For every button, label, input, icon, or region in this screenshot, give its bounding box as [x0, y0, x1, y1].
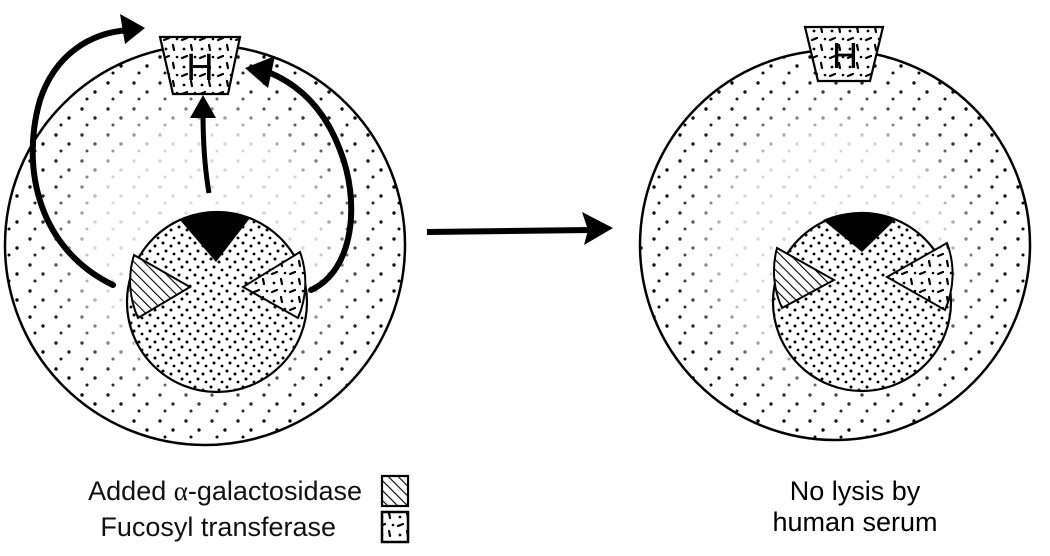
h-antigen-marker: H	[158, 35, 242, 96]
svg-text:H: H	[832, 35, 858, 76]
legend-suffix: -galactosidase	[187, 476, 362, 506]
left-loop-arrow	[29, 14, 145, 288]
dashed-dot-wedge-right	[884, 241, 954, 312]
right-arrow	[426, 212, 613, 245]
black-wedge-right	[823, 212, 895, 252]
left-nucleus	[125, 210, 309, 394]
result-caption: No lysis by human serum	[745, 476, 965, 538]
legend-item-fucosyl: Fucosyl transferase	[100, 512, 336, 542]
hatched-wedge	[129, 253, 192, 320]
legend-item-galactosidase: Added α-galactosidase	[88, 476, 362, 506]
center-arrow	[190, 95, 216, 194]
h-antigen-marker-right: H	[803, 25, 885, 83]
alpha-symbol: α	[173, 476, 188, 506]
svg-text:H: H	[186, 47, 213, 89]
caption-line-1: No lysis by	[789, 476, 921, 506]
black-wedge	[180, 211, 250, 262]
hatched-wedge-right	[772, 246, 837, 310]
right-cell: H	[638, 25, 1032, 442]
legend-swatch-hatched	[380, 474, 410, 508]
right-nucleus	[771, 211, 954, 393]
dashed-dot-wedge	[241, 250, 307, 320]
caption-line-2: human serum	[772, 507, 938, 537]
right-loop-arrow	[245, 56, 355, 293]
legend-swatch-dashed	[380, 510, 410, 544]
left-cell: H	[3, 14, 407, 447]
legend-label-fucosyl: Fucosyl transferase	[100, 512, 336, 542]
legend-prefix: Added	[88, 476, 174, 506]
